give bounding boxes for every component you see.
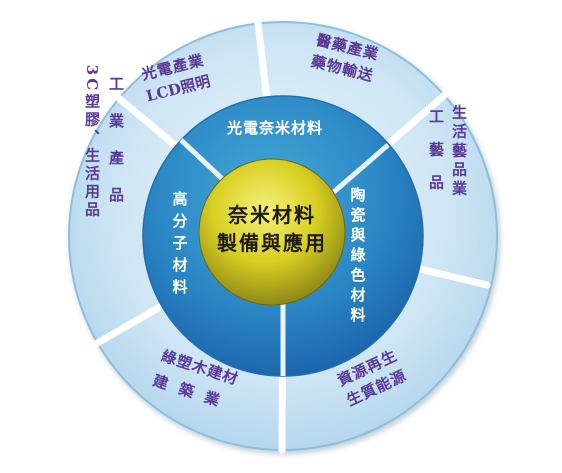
- inner-right-char: 綠: [350, 246, 366, 264]
- outer-segment-right: 生活藝品業 工藝品: [427, 104, 468, 208]
- inner-segment-top: 光電奈米材料: [226, 119, 323, 137]
- inner-right-char: 材: [350, 286, 365, 304]
- center-title-line2: 製備與應用: [217, 231, 327, 255]
- center-title-line1: 奈米材料: [227, 203, 316, 227]
- outer-segment-left: 工業產品 3C塑膠、生活用品: [83, 65, 125, 224]
- inner-segment-right: 陶 瓷 與 綠 色 材 料: [350, 186, 366, 324]
- inner-left-char: 料: [172, 278, 187, 296]
- center-circle: [198, 158, 346, 306]
- outer-left-col2: 3C塑膠、生活用品: [83, 65, 101, 219]
- inner-right-char: 與: [350, 226, 365, 244]
- inner-right-char: 色: [350, 266, 365, 284]
- inner-segment-left: 高 分 子 材 料: [172, 190, 187, 296]
- inner-right-char: 瓷: [350, 206, 365, 224]
- inner-right-char: 料: [350, 306, 365, 324]
- outer-right-col1: 生活藝品業: [450, 104, 468, 200]
- outer-right-col2: 工藝品: [427, 109, 445, 208]
- inner-left-char: 子: [172, 234, 187, 252]
- inner-left-char: 分: [172, 212, 187, 230]
- outer-left-col1: 工業產品: [107, 76, 125, 224]
- inner-right-char: 陶: [350, 186, 365, 204]
- inner-left-char: 材: [172, 256, 187, 274]
- inner-left-char: 高: [172, 190, 187, 208]
